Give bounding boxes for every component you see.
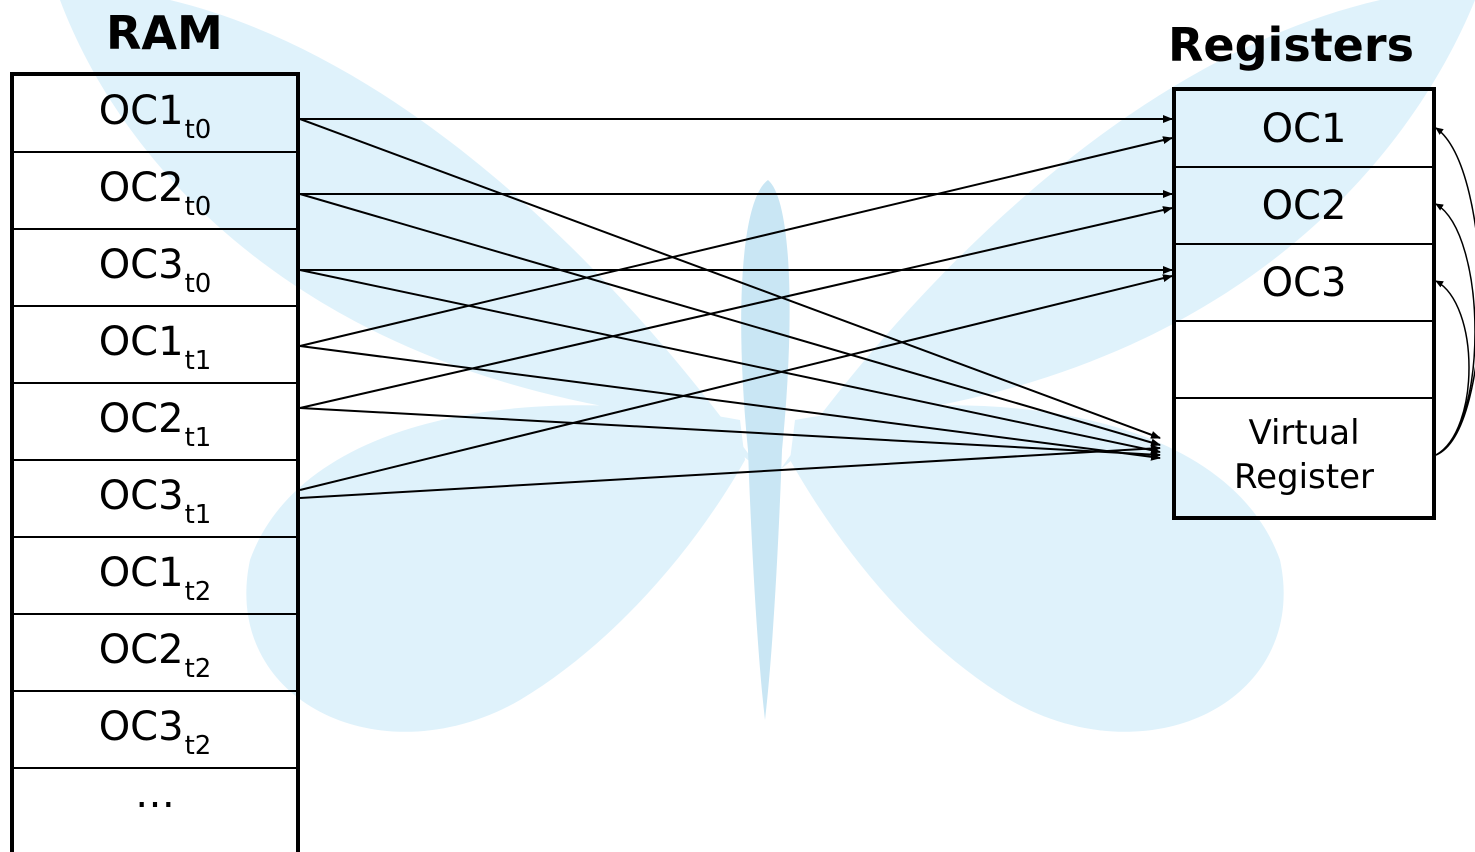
- ram-cell-name: OC1: [98, 88, 184, 134]
- ram-title: RAM: [106, 6, 223, 60]
- registers-table: OC1 OC2 OC3 Virtual Register: [1172, 87, 1436, 520]
- ram-table: OC1t0 OC2t0 OC3t0 OC1t1 OC2t1 OC3t1 OC1t…: [10, 72, 300, 852]
- ram-cell-name: OC1: [98, 319, 184, 365]
- ram-cell: OC1t1: [14, 307, 296, 384]
- ram-cell: OC2t2: [14, 615, 296, 692]
- ram-cell-name: OC3: [98, 473, 184, 519]
- ram-cell: OC3t2: [14, 692, 296, 769]
- arrow-oc2t1-to-oc2: [299, 206, 1173, 409]
- ram-cell-name: OC2: [98, 396, 184, 442]
- arrow-oc1t1-to-virtual: [299, 345, 1161, 461]
- arrow-oc3t1-to-oc3: [299, 274, 1173, 491]
- ram-cell-name: OC2: [98, 165, 184, 211]
- register-cell: OC2: [1176, 168, 1432, 245]
- ram-cell-sub: t2: [184, 654, 212, 684]
- ram-cell-sub: t2: [184, 731, 212, 761]
- ram-cell-ellipsis: …: [14, 769, 296, 846]
- virtual-register: Virtual Register: [1176, 397, 1432, 516]
- arrow-virtual-to-oc1: [1435, 127, 1475, 456]
- ram-cell-sub: t0: [184, 115, 212, 145]
- register-cell: OC3: [1176, 245, 1432, 322]
- virtual-register-line1: Virtual: [1248, 413, 1360, 453]
- registers-title: Registers: [1168, 18, 1414, 72]
- arrow-oc2t1-to-virtual: [299, 407, 1161, 459]
- ram-cell-name: OC2: [98, 627, 184, 673]
- arrow-virtual-to-oc2: [1435, 203, 1475, 456]
- arrow-oc1t0-to-virtual: [299, 118, 1161, 439]
- ram-cell: OC3t0: [14, 230, 296, 307]
- ram-cell-sub: t1: [184, 346, 212, 376]
- ram-cell: OC2t0: [14, 153, 296, 230]
- ram-cell-sub: t1: [184, 423, 212, 453]
- ram-cell-sub: t1: [184, 500, 212, 530]
- ram-cell-sub: t0: [184, 269, 212, 299]
- ram-cell: OC3t1: [14, 461, 296, 538]
- arrow-virtual-to-oc3: [1435, 280, 1470, 456]
- ram-cell: OC1t2: [14, 538, 296, 615]
- virtual-register-line2: Register: [1234, 457, 1374, 497]
- ram-cell: OC2t1: [14, 384, 296, 461]
- ram-cell-sub: t0: [184, 192, 212, 222]
- register-cell: [1176, 322, 1432, 399]
- ram-cell-name: OC3: [98, 704, 184, 750]
- arrow-oc3t1-to-virtual: [299, 444, 1161, 499]
- arrow-oc3t0-to-virtual: [299, 269, 1161, 455]
- ram-cell: OC1t0: [14, 76, 296, 153]
- arrow-oc2t0-to-virtual: [299, 193, 1161, 447]
- ram-cell-sub: t2: [184, 577, 212, 607]
- ram-ellipsis: …: [135, 771, 175, 817]
- arrow-oc1t1-to-oc1: [299, 136, 1173, 347]
- ram-cell-name: OC3: [98, 242, 184, 288]
- ram-cell-name: OC1: [98, 550, 184, 596]
- register-cell: OC1: [1176, 91, 1432, 168]
